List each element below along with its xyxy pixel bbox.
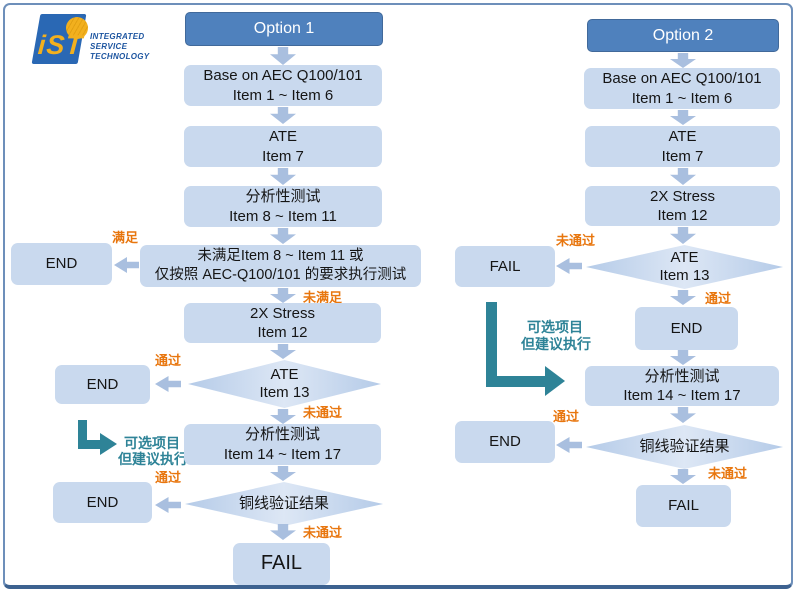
box-line: Item 14 ~ Item 17	[623, 387, 741, 404]
box-line: END	[489, 433, 521, 451]
diamond-line: ATE	[670, 248, 699, 266]
label-pass: 通过	[705, 291, 732, 306]
box-line: END	[45, 255, 78, 273]
company-logo: iST INTEGRATED SERVICE TECHNOLOGY	[30, 8, 190, 70]
box-line: END	[86, 375, 119, 393]
box-line: FAIL	[260, 552, 303, 575]
option1-fail-box: FAIL	[233, 543, 330, 585]
box-line: ATE	[268, 128, 298, 146]
option2-ate7-box: ATE Item 7	[585, 126, 780, 167]
box-line: Item 14 ~ Item 17	[223, 445, 342, 463]
logo-mark-text: iST	[36, 30, 85, 60]
option2-title: Option 2	[652, 26, 714, 44]
logo-line-2: SERVICE	[90, 42, 128, 51]
box-line: 2X Stress	[649, 187, 716, 205]
optional-branch-arrow	[78, 440, 101, 449]
box-line: Base on AEC Q100/101	[602, 70, 762, 88]
label-not-pass: 未通过	[708, 466, 748, 481]
logo-line-3: TECHNOLOGY	[90, 52, 150, 61]
box-line: END	[670, 319, 703, 337]
option1-title: Option 1	[253, 20, 315, 37]
logo-sun-icon	[66, 17, 88, 39]
box-line: Item 8 ~ Item 11	[229, 207, 337, 225]
label-not-pass: 未通过	[556, 233, 596, 248]
optional-branch-arrow	[486, 376, 546, 387]
option1-end-box-3: END	[53, 482, 152, 523]
box-line: Base on AEC Q100/101	[203, 67, 363, 85]
diamond-line: Item 13	[659, 267, 710, 284]
option1-condition-box: 未满足Item 8 ~ Item 11 或 仅按照 AEC-Q100/101 的…	[140, 245, 421, 287]
box-line: ATE	[668, 128, 697, 146]
option1-header: Option 1	[185, 12, 383, 46]
option2-end-box-1: END	[635, 307, 738, 350]
option2-fail-box-2: FAIL	[636, 485, 731, 527]
label-optional-1: 可选项目	[124, 435, 180, 451]
option2-end-box-2: END	[455, 421, 555, 463]
label-optional-1: 可选项目	[527, 319, 583, 335]
optional-branch-arrow	[78, 420, 87, 448]
diamond-line: Item 13	[259, 384, 310, 401]
logo-line-1: INTEGRATED	[90, 32, 145, 41]
box-line: 分析性测试	[644, 367, 720, 385]
label-satisfy: 满足	[112, 230, 139, 245]
logo-company-name: INTEGRATED SERVICE TECHNOLOGY	[90, 32, 149, 62]
box-line: END	[86, 493, 119, 511]
box-line: Item 1 ~ Item 6	[232, 86, 334, 104]
box-line: 仅按照 AEC-Q100/101 的要求执行测试	[154, 267, 407, 283]
optional-branch-arrowhead-icon	[100, 433, 117, 455]
option1-analysis8-box: 分析性测试 Item 8 ~ Item 11	[184, 186, 382, 227]
box-line: FAIL	[668, 497, 699, 515]
option2-fail-box-1: FAIL	[455, 246, 555, 287]
label-optional-2: 但建议执行	[118, 451, 188, 467]
label-pass: 通过	[553, 409, 580, 424]
option1-analysis14-box: 分析性测试 Item 14 ~ Item 17	[184, 424, 381, 465]
box-line: 分析性测试	[244, 426, 320, 444]
diamond-line: 铜线验证结果	[639, 437, 730, 455]
label-not-pass: 未通过	[303, 405, 343, 420]
option1-end-box-1: END	[11, 243, 112, 285]
diamond-line: 铜线验证结果	[238, 494, 329, 512]
optional-branch-arrow	[486, 302, 497, 387]
box-line: 2X Stress	[249, 304, 316, 322]
option1-stress-box: 2X Stress Item 12	[184, 303, 381, 343]
option2-analysis14-box: 分析性测试 Item 14 ~ Item 17	[585, 366, 779, 406]
option1-end-box-2: END	[55, 365, 150, 404]
option2-stress-box: 2X Stress Item 12	[585, 186, 780, 226]
label-pass: 通过	[155, 470, 182, 485]
box-line: 未满足Item 8 ~ Item 11 或	[197, 248, 364, 265]
label-not-pass: 未通过	[303, 525, 343, 540]
box-line: Item 7	[262, 147, 304, 165]
label-optional-2: 但建议执行	[521, 336, 591, 352]
diamond-line: ATE	[270, 365, 299, 383]
label-not-satisfy: 未满足	[303, 290, 343, 305]
option2-base-box: Base on AEC Q100/101 Item 1 ~ Item 6	[584, 68, 780, 109]
box-line: Item 1 ~ Item 6	[631, 89, 733, 107]
option1-ate7-box: ATE Item 7	[184, 126, 382, 167]
box-line: Item 12	[657, 207, 708, 224]
box-line: Item 12	[257, 324, 308, 341]
label-pass: 通过	[155, 353, 182, 368]
slide-border	[3, 3, 793, 589]
box-line: 分析性测试	[245, 188, 321, 206]
box-line: Item 7	[661, 147, 704, 165]
box-line: FAIL	[489, 257, 521, 275]
option1-base-box: Base on AEC Q100/101 Item 1 ~ Item 6	[184, 65, 382, 106]
optional-branch-arrowhead-icon	[545, 366, 565, 396]
option2-header: Option 2	[587, 19, 779, 52]
